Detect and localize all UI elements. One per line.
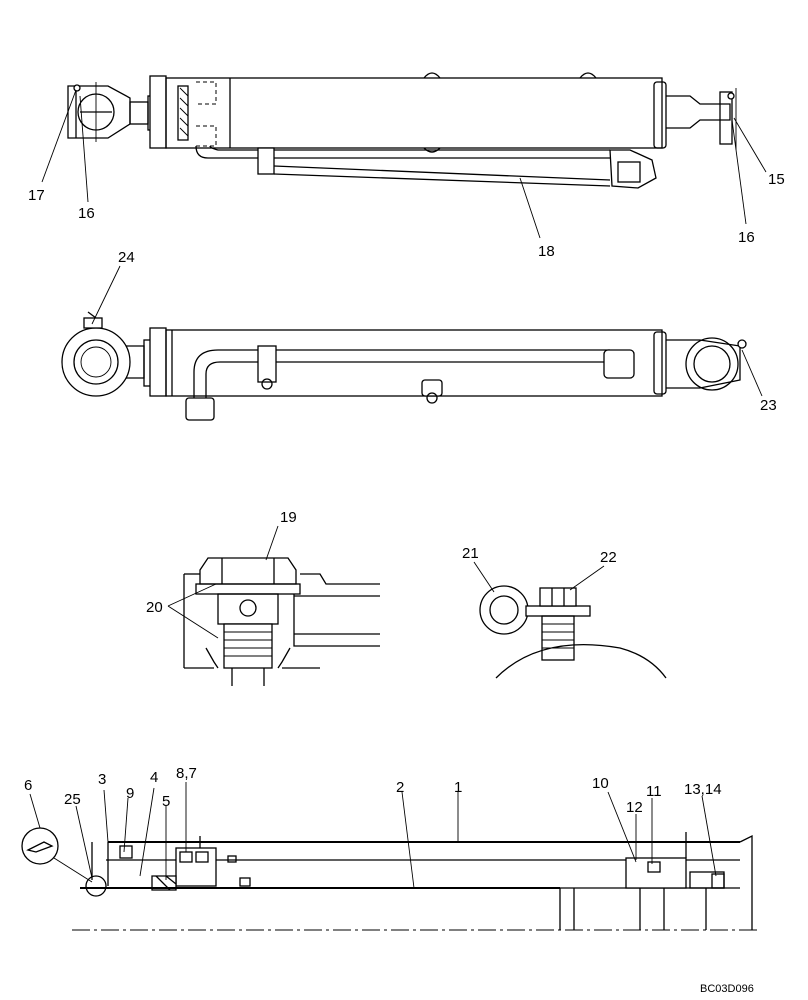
detail-fitting-19-20 [183, 557, 380, 686]
callout-12: 12 [626, 799, 643, 816]
leader-lines [29, 89, 767, 889]
callout-16: 16 [738, 229, 755, 246]
cylinder-side-view [61, 311, 747, 421]
callout-5: 5 [162, 793, 170, 810]
callout-16: 16 [78, 205, 95, 222]
callout-1: 1 [454, 779, 462, 796]
callout-3: 3 [98, 771, 106, 788]
callout-2: 2 [396, 779, 404, 796]
callout-18: 18 [538, 243, 555, 260]
callout-4: 4 [150, 769, 158, 786]
drawing-code: BC03D096 [700, 983, 754, 995]
callout-19: 19 [280, 509, 297, 526]
callout-6: 6 [24, 777, 32, 794]
callout-15: 15 [768, 171, 785, 188]
detail-fitting-21-22 [479, 585, 667, 679]
callout-17: 17 [28, 187, 45, 204]
callout-21: 21 [462, 545, 479, 562]
callout-22: 22 [600, 549, 617, 566]
grease-fitting-icon [737, 339, 747, 349]
grease-fitting-icon [727, 92, 735, 100]
callout-11: 11 [646, 783, 662, 800]
callout-23: 23 [760, 397, 777, 414]
callout-25: 25 [64, 791, 81, 808]
callout-9: 9 [126, 785, 134, 802]
callout-24: 24 [118, 249, 135, 266]
callout-10: 10 [592, 775, 609, 792]
grease-fitting-icon [73, 84, 81, 92]
callout-13-14: 13,14 [684, 781, 722, 798]
callout-labels: 17 16 15 16 18 24 23 19 20 21 22 6 25 3 … [24, 171, 785, 816]
callout-20: 20 [146, 599, 163, 616]
cylinder-section-view [21, 827, 760, 931]
cylinder-top-view [67, 72, 737, 189]
callout-8-7: 8,7 [176, 765, 197, 782]
